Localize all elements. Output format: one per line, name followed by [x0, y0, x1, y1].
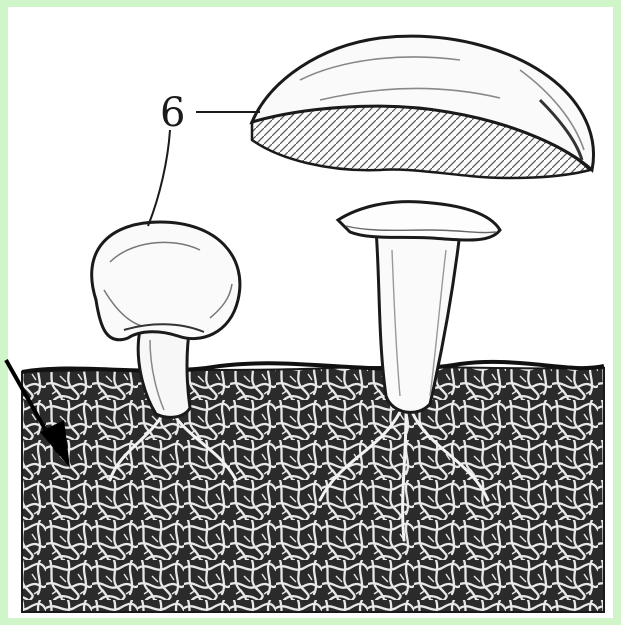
cap-label: 6	[160, 90, 185, 136]
soil-mycelium	[22, 362, 604, 612]
mature-mushroom	[252, 36, 594, 412]
